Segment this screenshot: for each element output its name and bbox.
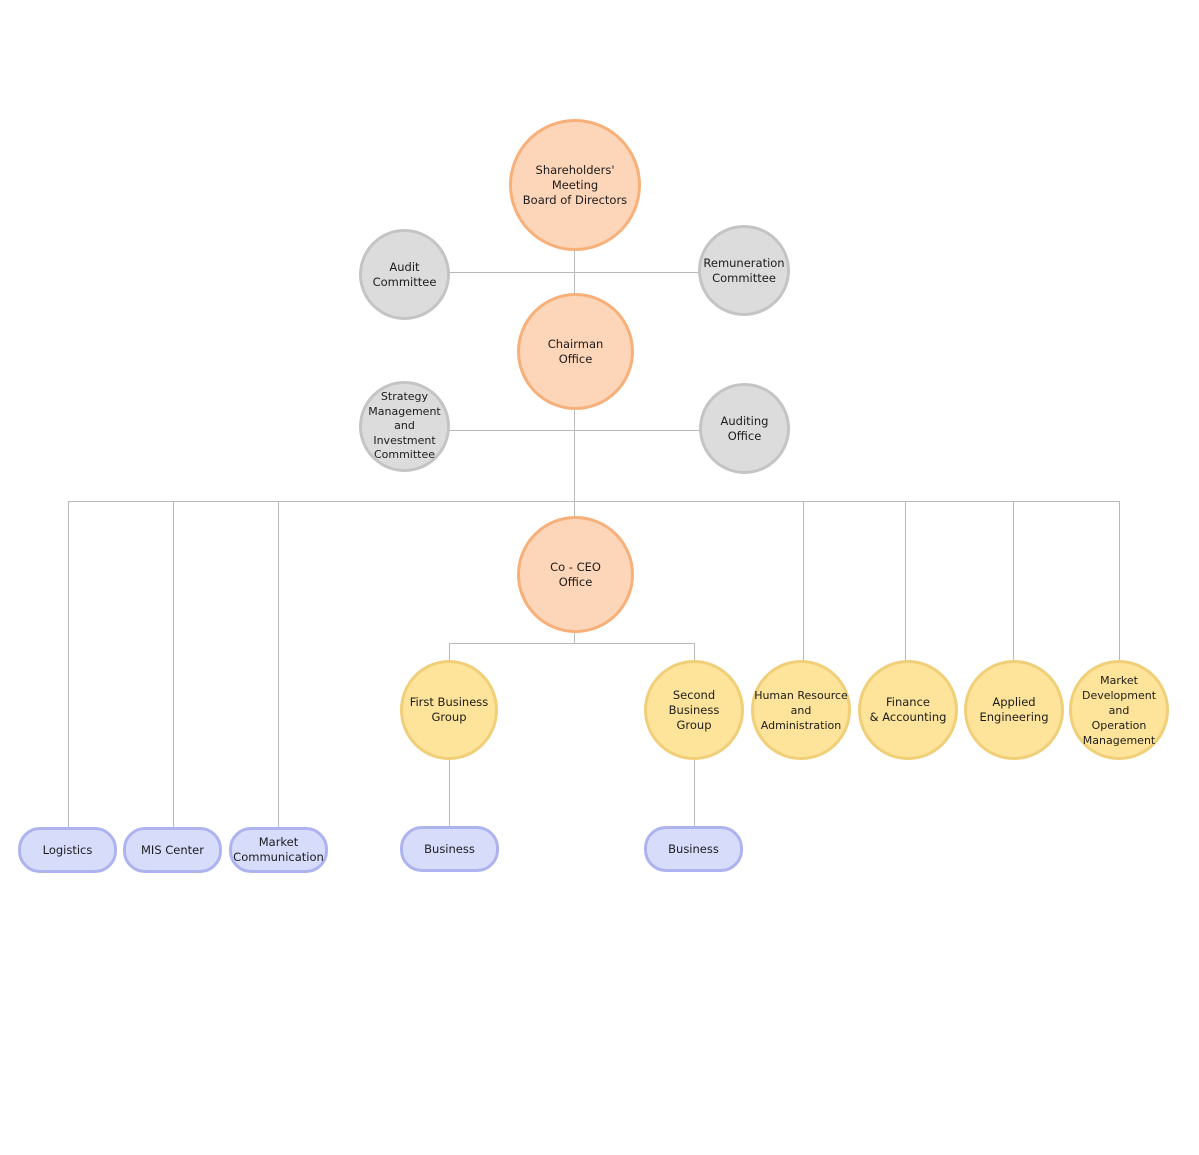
auditing-office-label: Auditing Office — [720, 413, 769, 443]
connector-ceo-groups — [574, 630, 575, 644]
connector-applied-engineering — [1013, 501, 1014, 663]
strategy-committee-node: Strategy Management and Investment Commi… — [359, 381, 450, 472]
strategy-committee-label: Strategy Management and Investment Commi… — [368, 390, 441, 462]
second-business-group-node: Second Business Group — [644, 660, 744, 760]
first-business-unit-node: Business — [400, 826, 499, 872]
first-business-group-node: First Business Group — [400, 660, 498, 760]
remuneration-committee-node: Remuneration Committee — [698, 225, 790, 316]
finance-accounting-node: Finance & Accounting — [858, 660, 958, 760]
co-ceo-office-node: Co - CEO Office — [517, 516, 634, 633]
shareholders-board-label: Shareholders' Meeting Board of Directors — [522, 162, 628, 207]
logistics-node: Logistics — [18, 827, 117, 873]
shareholders-board-node: Shareholders' Meeting Board of Directors — [509, 119, 641, 251]
chairman-office-node: Chairman Office — [517, 293, 634, 410]
mis-center-label: MIS Center — [141, 842, 204, 857]
connector-first-business — [449, 757, 450, 829]
connector-market-dev — [1119, 501, 1120, 665]
audit-committee-label: Audit Committee — [372, 259, 437, 289]
applied-engineering-node: Applied Engineering — [964, 660, 1064, 760]
connector-audit-remuneration — [448, 272, 700, 273]
connector-second-group — [694, 643, 695, 663]
second-business-group-label: Second Business Group — [668, 687, 720, 732]
co-ceo-office-label: Co - CEO Office — [550, 559, 601, 589]
logistics-label: Logistics — [42, 842, 93, 857]
connector-strategy-auditing — [446, 430, 702, 431]
chairman-office-label: Chairman Office — [547, 336, 604, 366]
connector-hr-admin — [803, 501, 804, 663]
second-business-unit-node: Business — [644, 826, 743, 872]
hr-admin-node: Human Resource and Administration — [751, 660, 851, 760]
connector-market-communication — [278, 501, 279, 829]
remuneration-committee-label: Remuneration Committee — [703, 255, 785, 285]
connector-main-bus — [68, 501, 1120, 502]
audit-committee-node: Audit Committee — [359, 229, 450, 320]
connector-shareholders-chairman — [574, 248, 575, 298]
finance-accounting-label: Finance & Accounting — [869, 695, 947, 724]
first-business-group-label: First Business Group — [409, 695, 489, 724]
first-business-unit-label: Business — [424, 841, 475, 856]
applied-engineering-label: Applied Engineering — [979, 695, 1049, 724]
connector-groups-bus — [449, 643, 695, 644]
market-communication-label: Market Communication — [233, 835, 324, 864]
hr-admin-label: Human Resource and Administration — [754, 688, 848, 732]
mis-center-node: MIS Center — [123, 827, 222, 873]
second-business-unit-label: Business — [668, 841, 719, 856]
market-development-label: Market Development and Operation Managem… — [1081, 673, 1157, 747]
connector-chairman-trunk — [574, 408, 575, 520]
connector-mis-center — [173, 501, 174, 829]
connector-logistics — [68, 501, 69, 829]
market-development-node: Market Development and Operation Managem… — [1069, 660, 1169, 760]
connector-second-business — [694, 757, 695, 829]
connector-finance — [905, 501, 906, 663]
market-communication-node: Market Communication — [229, 827, 328, 873]
connector-first-group — [449, 643, 450, 663]
auditing-office-node: Auditing Office — [699, 383, 790, 474]
